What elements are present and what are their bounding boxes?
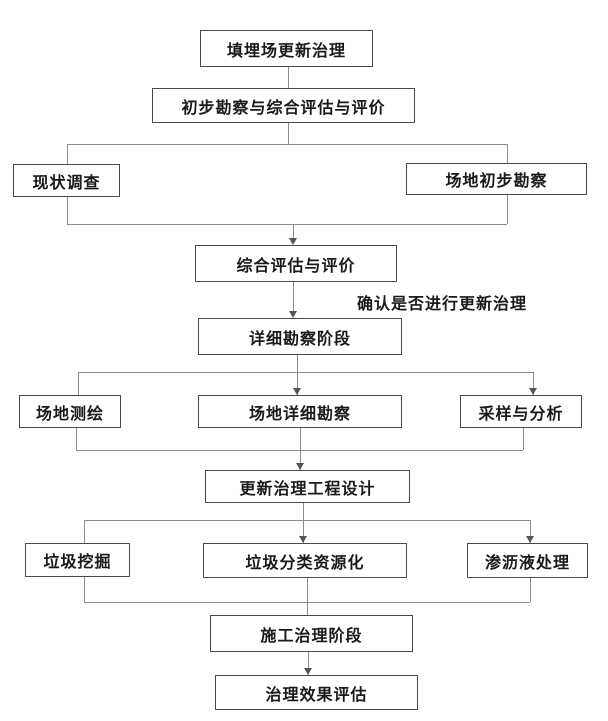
- node-site-preliminary-survey: 场地初步勘察: [406, 163, 587, 195]
- arrowhead-down: [304, 668, 312, 675]
- connector-line: [67, 197, 68, 224]
- node-waste-excavation: 垃圾挖掘: [25, 543, 130, 577]
- connector-line: [76, 450, 523, 451]
- node-current-status-investigation: 现状调查: [13, 164, 120, 197]
- connector-line: [303, 503, 304, 543]
- connector-line: [78, 372, 533, 373]
- arrowhead-down: [293, 388, 301, 395]
- arrowhead-down: [299, 536, 307, 543]
- connector-line: [523, 428, 524, 450]
- connector-line: [300, 428, 301, 470]
- connector-line: [67, 224, 507, 225]
- connector-line: [288, 67, 289, 88]
- node-sampling-and-analysis: 采样与分析: [460, 395, 582, 428]
- connector-line: [308, 652, 309, 675]
- connector-line: [293, 282, 294, 314]
- node-landfill-renewal-treatment: 填埋场更新治理: [200, 30, 373, 67]
- connector-line: [84, 520, 530, 521]
- node-comprehensive-assessment-evaluation: 综合评估与评价: [195, 245, 397, 282]
- edge-label-confirm-renewal: 确认是否进行更新治理: [357, 294, 528, 313]
- connector-line: [288, 123, 289, 144]
- connector-line: [78, 372, 79, 395]
- arrowhead-down: [526, 536, 534, 543]
- node-detailed-survey-stage: 详细勘察阶段: [198, 318, 402, 355]
- connector-line: [507, 144, 508, 163]
- connector-line: [293, 224, 294, 241]
- node-site-mapping: 场地测绘: [19, 395, 121, 428]
- node-renewal-treatment-engineering-design: 更新治理工程设计: [205, 470, 410, 503]
- node-waste-sorting-resource-recovery: 垃圾分类资源化: [203, 543, 407, 578]
- connector-line: [84, 520, 85, 543]
- connector-line: [76, 428, 77, 450]
- connector-line: [67, 144, 68, 164]
- arrowhead-down: [289, 311, 297, 318]
- connector-line: [530, 578, 531, 602]
- node-site-detailed-survey: 场地详细勘察: [198, 395, 402, 428]
- connector-line: [530, 520, 531, 543]
- node-preliminary-survey-and-assessment: 初步勘察与综合评估与评价: [152, 88, 415, 123]
- arrowhead-down: [296, 463, 304, 470]
- connector-line: [533, 372, 534, 395]
- arrowhead-down: [529, 388, 537, 395]
- node-treatment-effect-evaluation: 治理效果评估: [215, 675, 418, 710]
- connector-line: [297, 355, 298, 395]
- connector-line: [307, 578, 308, 615]
- node-construction-treatment-stage: 施工治理阶段: [210, 615, 413, 652]
- connector-line: [84, 577, 85, 602]
- connector-line: [67, 144, 507, 145]
- arrowhead-down: [289, 238, 297, 245]
- node-leachate-treatment: 渗沥液处理: [467, 543, 588, 578]
- connector-line: [507, 195, 508, 224]
